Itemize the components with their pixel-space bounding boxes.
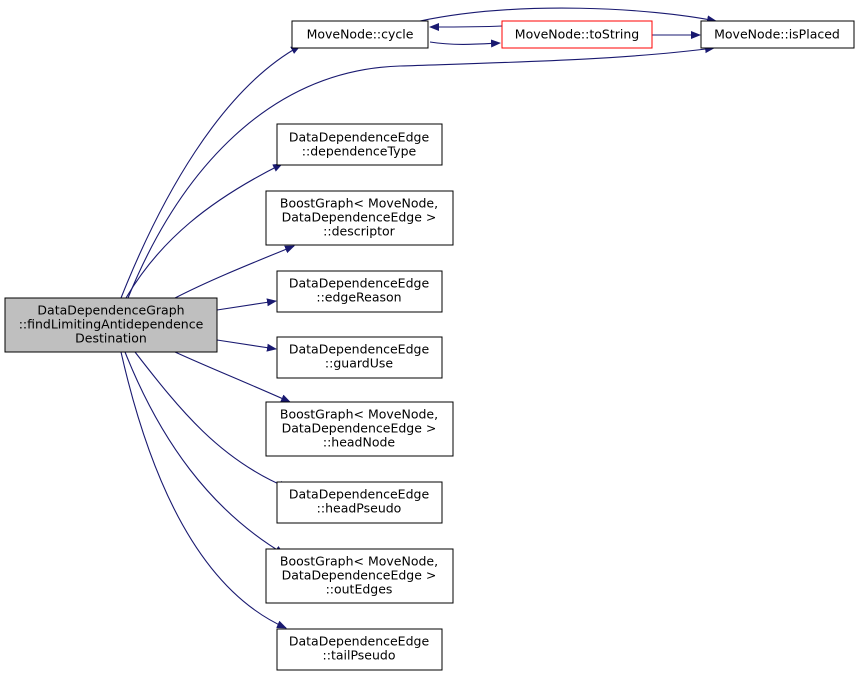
node-deptype-line1: DataDependenceEdge [289,130,430,145]
node-descriptor[interactable]: BoostGraph< MoveNode, DataDependenceEdge… [265,190,454,246]
edge-root-to-guarduse [216,339,277,352]
node-descriptor-line1: BoostGraph< MoveNode, [280,196,438,211]
edge-root-to-isplaced [127,45,715,299]
edge-root-to-outedges [124,351,285,555]
edge-root-to-deptype [125,163,283,299]
node-isplaced-label: MoveNode::isPlaced [714,27,840,42]
node-guarduse-line1: DataDependenceEdge [289,342,430,357]
node-root-line1: DataDependenceGraph [37,303,184,318]
node-movenode-tostring[interactable]: MoveNode::toString [501,20,653,49]
node-tailpseudo-line1: DataDependenceEdge [289,634,430,649]
node-guarduse-line2: ::guardUse [325,356,393,371]
node-headnode-line1: BoostGraph< MoveNode, [280,407,438,422]
node-headpseudo-line1: DataDependenceEdge [289,487,430,502]
node-edgereason-line2: ::edgeReason [316,290,401,305]
node-descriptor-line2: DataDependenceEdge > [282,210,437,225]
node-tostring-label: MoveNode::toString [515,27,639,42]
edge-root-to-headnode [174,351,291,403]
node-dependencetype[interactable]: DataDependenceEdge ::dependenceType [276,123,443,166]
node-outedges-line2: DataDependenceEdge > [282,568,437,583]
edge-root-to-cycle [120,45,301,299]
node-headpseudo[interactable]: DataDependenceEdge ::headPseudo [276,481,443,524]
edge-root-to-headpseudo [134,351,289,489]
node-headnode-line3: ::headNode [323,435,396,450]
node-outedges-line1: BoostGraph< MoveNode, [280,554,438,569]
node-headnode-line2: DataDependenceEdge > [282,421,437,436]
node-root-line3: Destination [75,331,147,346]
node-outedges-line3: ::outEdges [326,582,393,597]
node-root-line2: ::findLimitingAntidependence [19,317,204,332]
node-descriptor-line3: ::descriptor [323,224,396,239]
node-tailpseudo-line2: ::tailPseudo [323,648,396,663]
node-headpseudo-line2: ::headPseudo [317,501,402,516]
node-tailpseudo[interactable]: DataDependenceEdge ::tailPseudo [276,628,443,671]
node-cycle-label: MoveNode::cycle [307,27,414,42]
node-outedges[interactable]: BoostGraph< MoveNode, DataDependenceEdge… [265,548,454,604]
node-deptype-line2: ::dependenceType [302,144,417,159]
edge-cycle-to-isplaced [419,7,717,24]
node-root[interactable]: DataDependenceGraph ::findLimitingAntide… [4,297,218,353]
edge-cycle-to-tostring [429,39,501,48]
node-guarduse[interactable]: DataDependenceEdge ::guardUse [276,336,443,379]
node-headnode[interactable]: BoostGraph< MoveNode, DataDependenceEdge… [265,401,454,457]
edge-tostring-to-cycle [429,22,503,31]
node-movenode-cycle[interactable]: MoveNode::cycle [291,20,429,49]
node-movenode-isplaced[interactable]: MoveNode::isPlaced [700,20,855,49]
node-edgereason[interactable]: DataDependenceEdge ::edgeReason [276,270,443,313]
node-edgereason-line1: DataDependenceEdge [289,276,430,291]
edge-root-to-descriptor [174,245,295,299]
edge-root-to-tailpseudo [120,351,287,629]
edges [120,7,717,629]
edge-root-to-edgereason [216,298,277,311]
